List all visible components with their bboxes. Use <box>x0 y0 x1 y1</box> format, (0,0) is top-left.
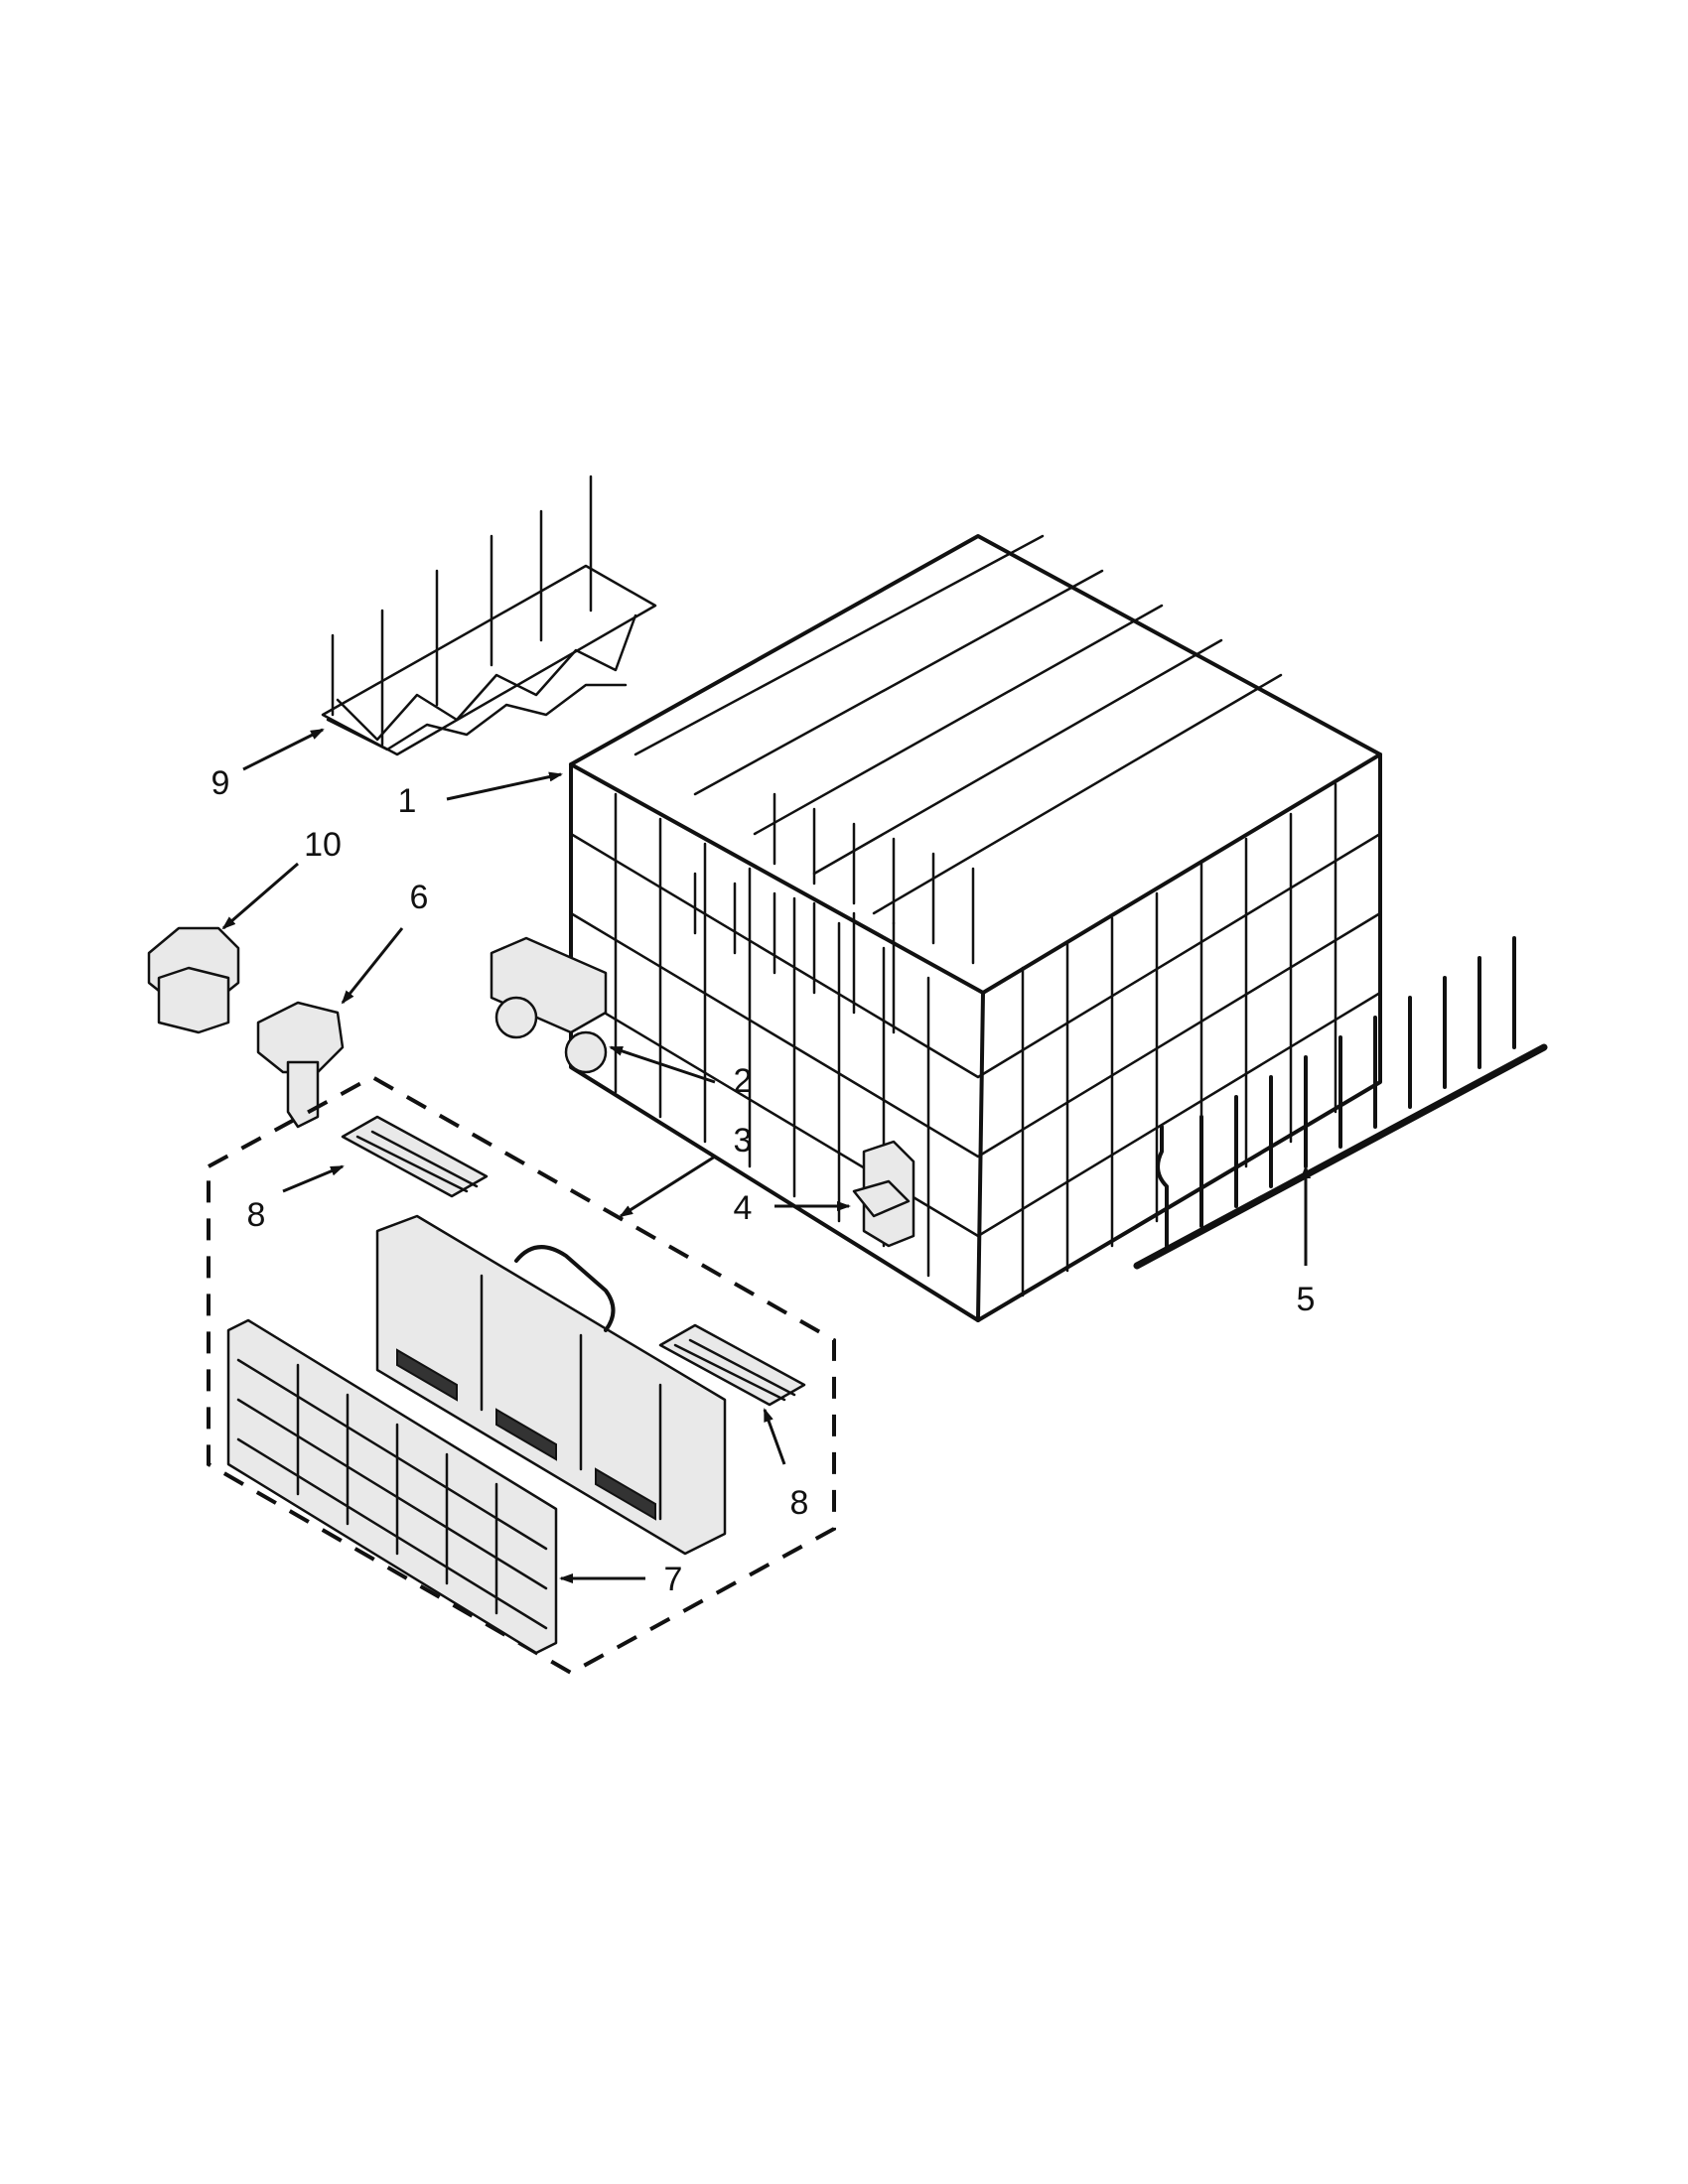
clip-part <box>852 1140 915 1248</box>
leader-9 <box>242 728 325 771</box>
leader-6 <box>341 927 404 1005</box>
leader-1 <box>446 771 563 801</box>
basket-cover-part-left <box>341 1115 489 1198</box>
callout-labels: 1 2 3 4 5 6 7 8 8 9 10 <box>211 764 1316 1598</box>
leader-10 <box>221 862 299 930</box>
wheel-part <box>490 936 608 1074</box>
leader-8-left <box>282 1164 345 1193</box>
basket-cover-part-right <box>658 1323 806 1407</box>
tine-row-part <box>1133 936 1548 1270</box>
callout-9: 9 <box>211 764 230 802</box>
silverware-basket-part <box>375 1214 727 1556</box>
callout-2: 2 <box>734 1062 753 1100</box>
leader-8-right <box>763 1408 786 1465</box>
callout-8-left: 8 <box>247 1196 266 1234</box>
callout-6: 6 <box>410 879 429 916</box>
callout-3: 3 <box>734 1122 753 1160</box>
callout-10: 10 <box>304 826 342 864</box>
callout-4: 4 <box>734 1189 753 1227</box>
callout-8-right: 8 <box>790 1484 809 1522</box>
adjuster-part <box>147 926 240 1034</box>
callout-1: 1 <box>398 782 417 820</box>
silverware-basket-group-outline <box>207 1074 836 1676</box>
leader-3 <box>619 1155 716 1218</box>
basket-lid-part <box>226 1318 558 1655</box>
callout-7: 7 <box>664 1561 683 1598</box>
callout-5: 5 <box>1297 1281 1316 1318</box>
leader-lines <box>221 728 1311 1583</box>
tine-insert-part <box>321 475 657 756</box>
rack-stop-part <box>256 1001 345 1129</box>
leader-2 <box>609 1045 716 1084</box>
